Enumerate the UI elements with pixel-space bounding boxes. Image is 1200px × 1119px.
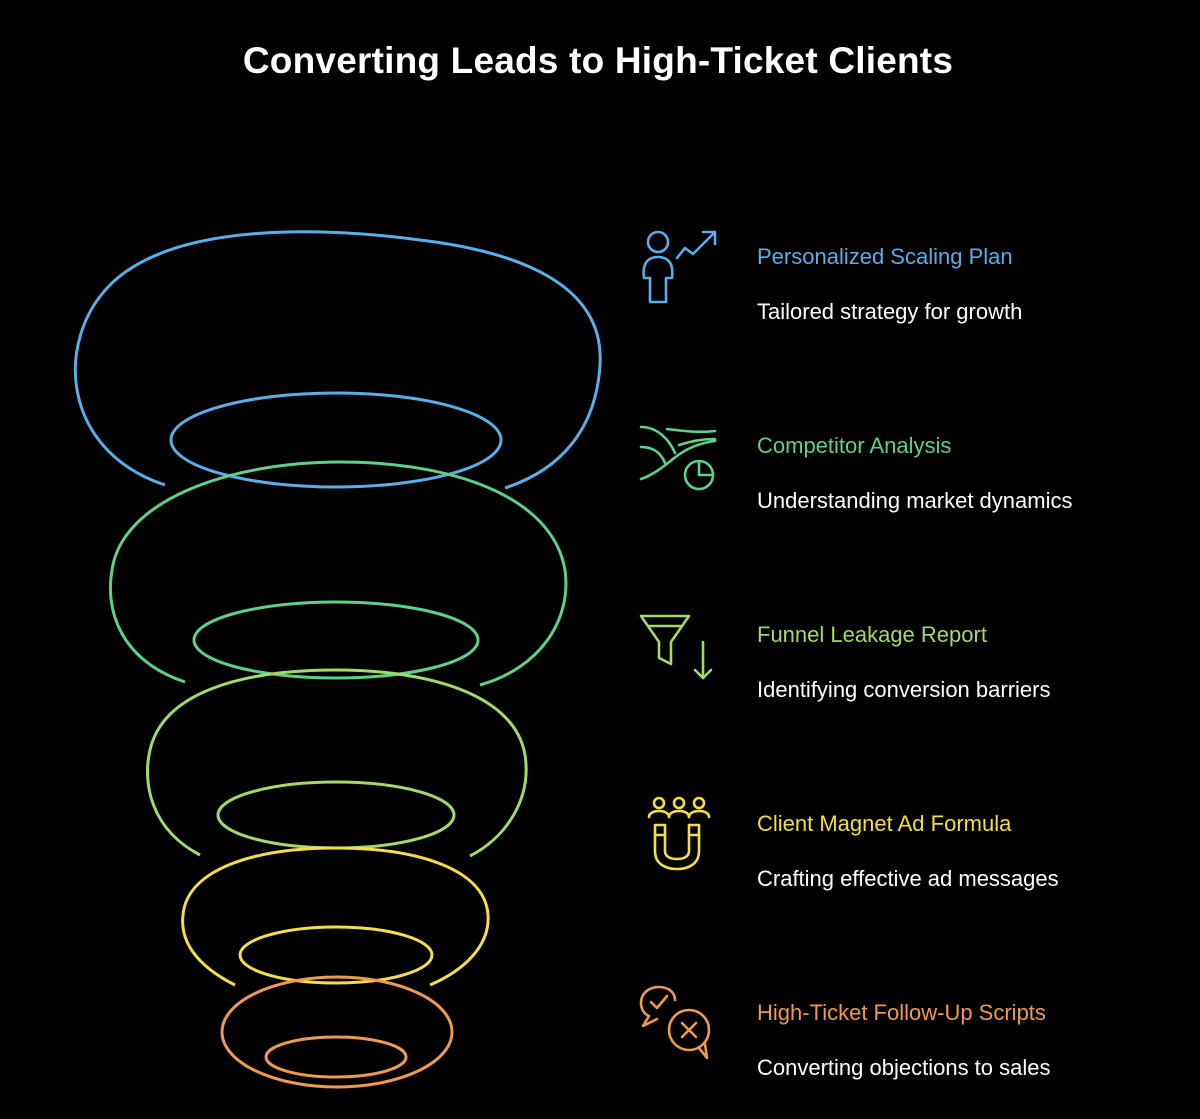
funnel-tier-3 [146, 668, 528, 858]
item-description: Understanding market dynamics [757, 488, 1073, 513]
wind-clock-icon [639, 425, 717, 491]
person-growth-arrow-icon [642, 230, 717, 304]
funnel-tier-1 [73, 230, 602, 490]
list-item-ad-formula: Client Magnet Ad Formula Crafting effect… [637, 795, 1177, 915]
funnel-down-arrow-icon [639, 614, 713, 680]
funnel-tier-2 [108, 460, 568, 687]
list-item-funnel-leakage: Funnel Leakage Report Identifying conver… [637, 606, 1177, 726]
item-label: Funnel Leakage Report [757, 622, 987, 647]
chat-check-cross-icon [639, 985, 711, 1060]
item-description: Identifying conversion barriers [757, 677, 1051, 702]
item-label: High-Ticket Follow-Up Scripts [757, 1000, 1046, 1025]
list-item-follow-up-scripts: High-Ticket Follow-Up Scripts Converting… [637, 984, 1177, 1104]
list-item-scaling-plan: Personalized Scaling Plan Tailored strat… [637, 228, 1177, 348]
item-description: Converting objections to sales [757, 1055, 1051, 1080]
page-title: Converting Leads to High-Ticket Clients [242, 40, 954, 81]
list-item-competitor-analysis: Competitor Analysis Understanding market… [637, 417, 1177, 537]
item-label: Personalized Scaling Plan [757, 244, 1013, 269]
item-description: Crafting effective ad messages [757, 866, 1059, 891]
funnel-tier-5 [220, 975, 454, 1089]
funnel-tier-4 [181, 846, 490, 987]
item-label: Competitor Analysis [757, 433, 952, 458]
item-description: Tailored strategy for growth [757, 299, 1023, 324]
item-label: Client Magnet Ad Formula [757, 811, 1012, 836]
magnet-people-icon [647, 796, 711, 871]
